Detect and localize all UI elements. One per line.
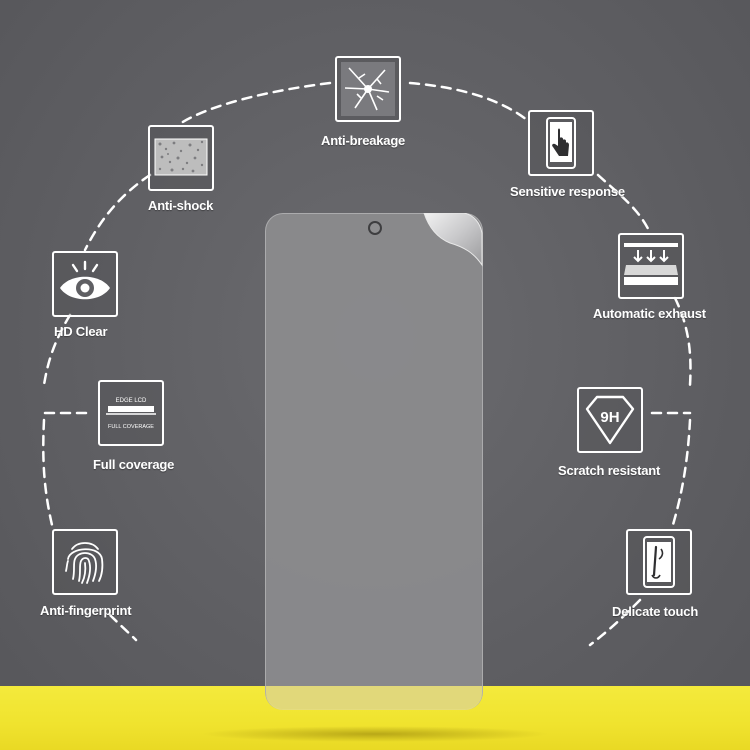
exhaust-arrows-icon	[618, 233, 684, 299]
feature-label: Delicate touch	[612, 604, 699, 619]
eye-icon	[52, 251, 118, 317]
full-coverage-icon: EDGE LCD FULL COVERAGE	[98, 380, 164, 446]
icon-text-9h: 9H	[600, 409, 619, 426]
feature-label: Anti-fingerprint	[40, 603, 132, 618]
film-bottom-reflection	[266, 686, 482, 710]
feature-label: Automatic exhaust	[593, 306, 706, 321]
screen-protector-film	[265, 213, 483, 710]
cracked-glass-icon	[335, 56, 401, 122]
feature-label: Anti-breakage	[321, 133, 406, 148]
feature-label: Scratch resistant	[558, 463, 661, 478]
camera-cutout-icon	[368, 221, 382, 235]
phone-swipe-icon	[626, 529, 692, 595]
shock-texture-icon	[148, 125, 214, 191]
floor-shadow	[200, 726, 550, 742]
feature-label: Sensitive response	[510, 184, 625, 199]
touch-finger-icon	[528, 110, 594, 176]
icon-text-top: EDGE LCD	[116, 398, 147, 404]
icon-text-bottom: FULL COVERAGE	[108, 424, 154, 430]
feature-label: Full coverage	[93, 457, 175, 472]
feature-label: Anti-shock	[148, 198, 214, 213]
fingerprint-icon	[52, 529, 118, 595]
peel-corner-icon	[423, 213, 483, 267]
feature-label: HD Clear	[54, 324, 108, 339]
diamond-9h-icon: 9H	[577, 387, 643, 453]
